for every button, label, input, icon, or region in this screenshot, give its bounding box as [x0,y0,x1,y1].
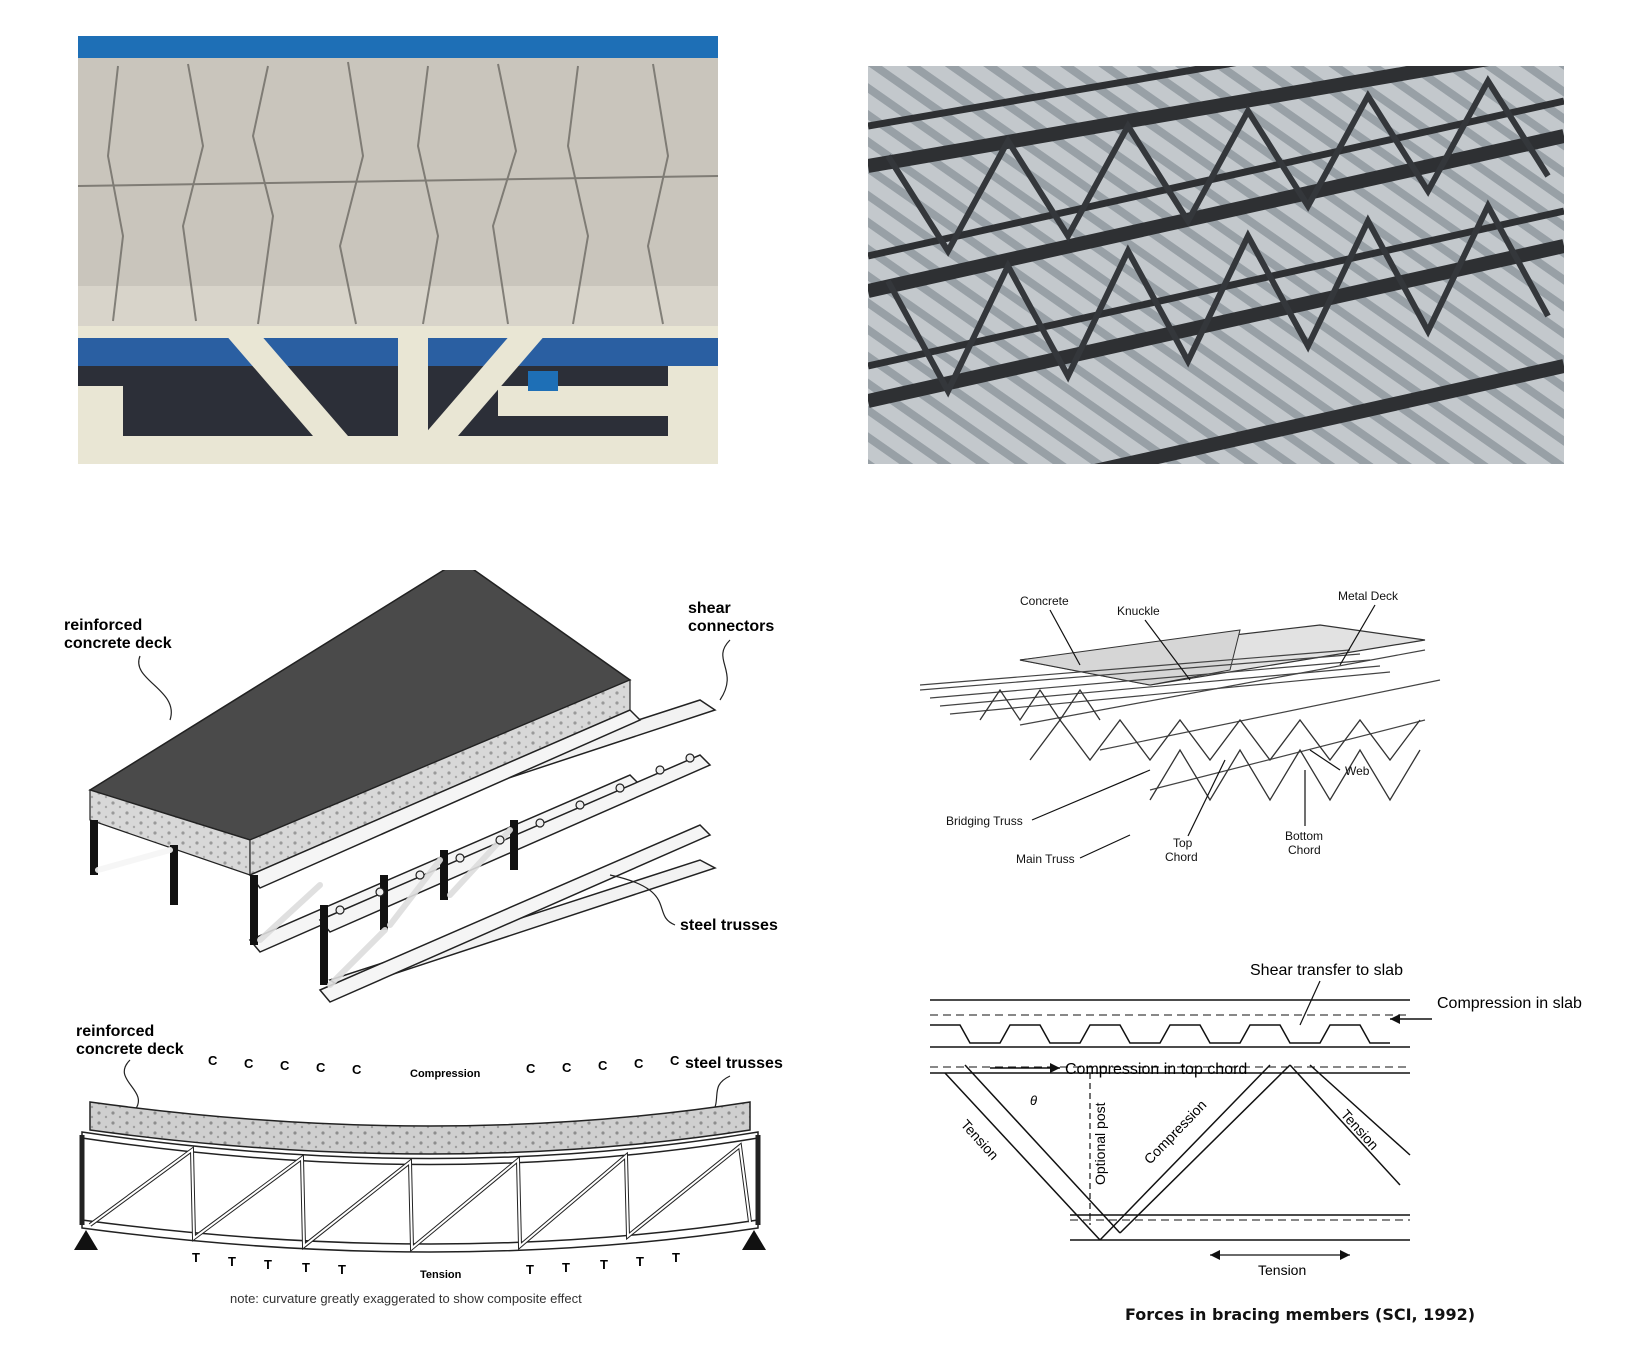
label-concrete: Concrete [1020,594,1069,608]
label-compression-diag: Compression [1141,1097,1210,1167]
compression-c: C [598,1058,608,1073]
label-compression-top-chord: Compression in top chord [1065,1061,1247,1078]
compression-c: C [526,1061,536,1076]
compression-c: C [316,1060,326,1075]
label-top-chord-1: Top [1173,836,1193,850]
left-support [74,1230,98,1250]
joist-system-diagram: Concrete Knuckle Metal Deck Web Bridging… [920,590,1520,880]
tension-t: T [338,1262,346,1277]
label-tension-right: Tension [1338,1106,1382,1153]
tension-t: T [526,1262,534,1277]
bend-note: note: curvature greatly exaggerated to s… [230,1291,582,1306]
force-diagram-caption: Forces in bracing members (SCI, 1992) [1124,1305,1476,1324]
bend-deck-label-1: reinforced [76,1023,154,1040]
label-bottom-chord-1: Bottom [1285,829,1323,843]
label-shear-transfer: Shear transfer to slab [1250,962,1403,979]
isometric-composite-deck-diagram: reinforced concrete deck shear connector… [40,570,800,1040]
label-compression-slab: Compression in slab [1437,995,1582,1012]
photo-cracked-concrete-slab [78,36,718,464]
label-optional-post: Optional post [1092,1102,1108,1185]
iso-deck-label-1: reinforced [64,617,142,634]
compression-c: C [670,1053,680,1068]
label-metal-deck: Metal Deck [1338,590,1399,603]
bend-truss-label: steel trusses [685,1055,783,1072]
compression-c: C [634,1056,644,1071]
label-web: Web [1345,764,1370,778]
label-tension-left: Tension [958,1116,1002,1163]
label-main-truss: Main Truss [1016,852,1075,866]
tension-label: Tension [420,1269,462,1281]
compression-c: C [208,1053,218,1068]
photo-steel-joist-roof [868,66,1564,464]
iso-deck-label-2: concrete deck [64,635,172,652]
iso-truss-label: steel trusses [680,917,778,934]
right-support [742,1230,766,1250]
compression-label: Compression [410,1068,481,1080]
tension-t: T [636,1254,644,1269]
tension-t: T [562,1260,570,1275]
bracing-force-diagram: Shear transfer to slab Compression in sl… [920,955,1620,1285]
label-bottom-chord-2: Chord [1288,843,1321,857]
compression-c: C [280,1058,290,1073]
tension-t: T [264,1257,272,1272]
tension-t: T [228,1254,236,1269]
tension-t: T [600,1257,608,1272]
label-bridging-truss: Bridging Truss [946,814,1023,828]
compression-c: C [352,1062,362,1077]
label-top-chord-2: Chord [1165,850,1198,864]
label-tension-bottom: Tension [1258,1262,1306,1278]
iso-shear-label-2: connectors [688,618,774,635]
compression-c: C [562,1060,572,1075]
label-knuckle: Knuckle [1117,604,1160,618]
composite-bending-diagram: reinforced concrete deck steel trusses C… [40,1010,800,1310]
tension-t: T [672,1250,680,1265]
theta-symbol: θ [1030,1093,1037,1108]
curved-deck [89,1101,751,1155]
tension-t: T [302,1260,310,1275]
iso-shear-label-1: shear [688,600,731,617]
compression-c: C [244,1056,254,1071]
bend-deck-label-2: concrete deck [76,1041,184,1058]
concrete-slab [1019,629,1241,686]
tension-t: T [192,1250,200,1265]
